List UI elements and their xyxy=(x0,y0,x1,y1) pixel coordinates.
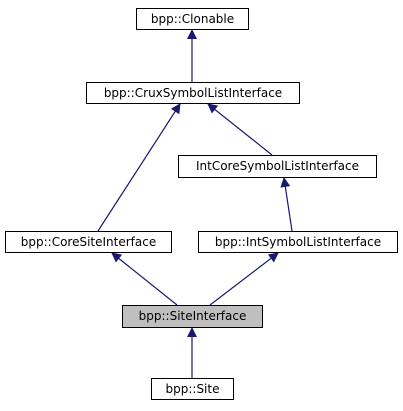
edge-siteinterface-to-coresite xyxy=(111,252,178,306)
node-site[interactable]: bpp::Site xyxy=(151,378,234,400)
edge-coresite-to-crux xyxy=(97,103,181,232)
node-clonable[interactable]: bpp::Clonable xyxy=(136,8,249,30)
edge-intcore-to-crux xyxy=(207,103,273,156)
node-crux-symbol-list-interface[interactable]: bpp::CruxSymbolListInterface xyxy=(86,82,300,104)
node-int-symbol-list-interface[interactable]: bpp::IntSymbolListInterface xyxy=(198,231,398,253)
inheritance-edges xyxy=(97,29,293,378)
node-core-site-interface[interactable]: bpp::CoreSiteInterface xyxy=(5,231,172,253)
edge-intsymbol-to-intcore xyxy=(280,177,293,232)
node-site-interface[interactable]: bpp::SiteInterface xyxy=(122,305,263,328)
edge-siteinterface-to-intsymbol xyxy=(209,252,279,306)
node-int-core-symbol-list-interface[interactable]: IntCoreSymbolListInterface xyxy=(178,155,377,178)
